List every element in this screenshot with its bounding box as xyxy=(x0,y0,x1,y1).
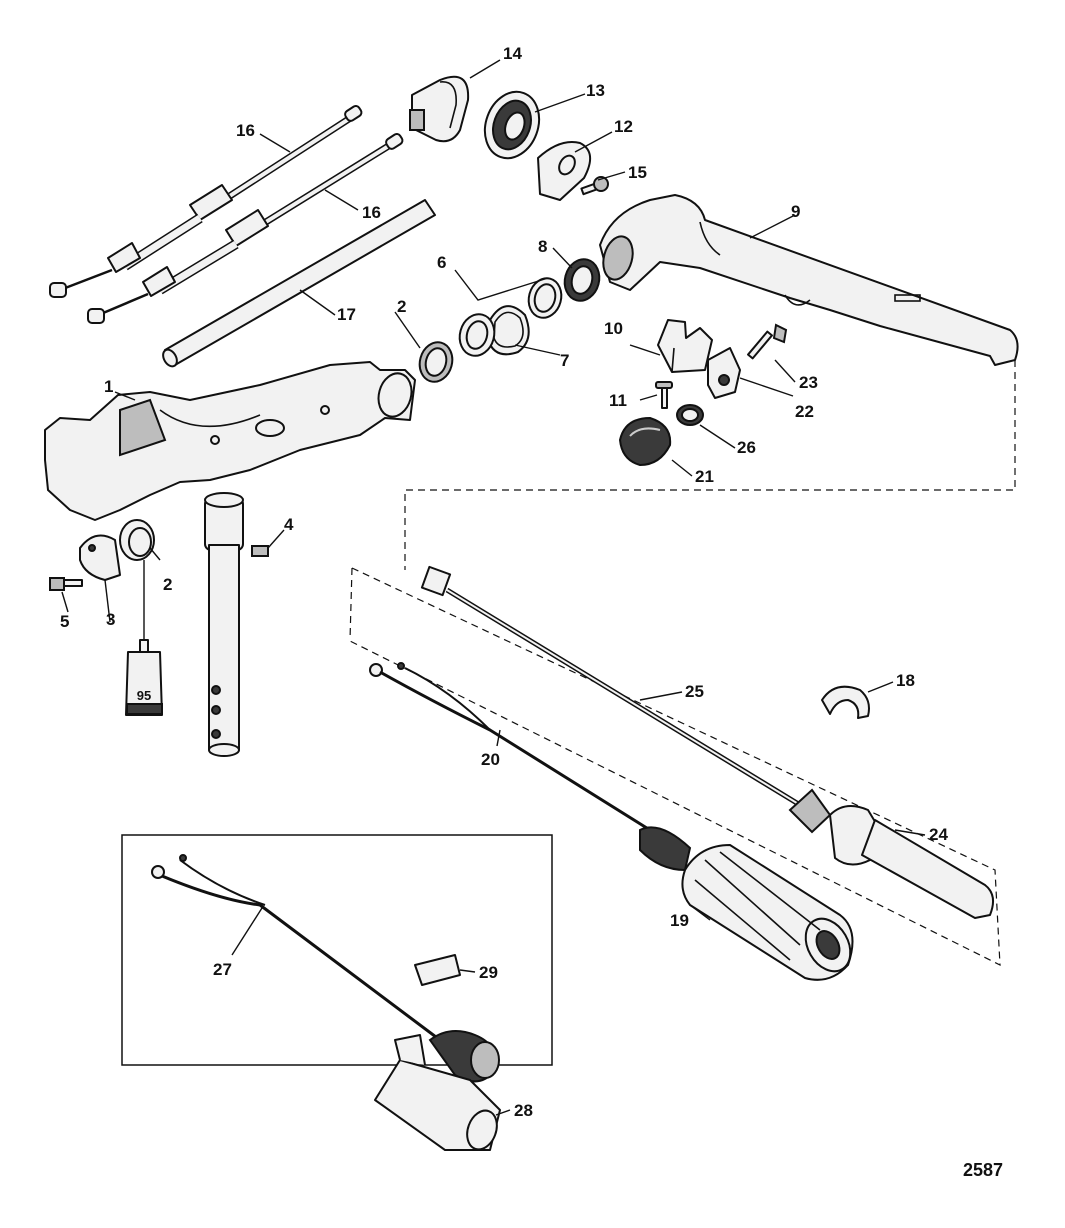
plate-3 xyxy=(79,534,121,581)
callout-22: 22 xyxy=(795,402,814,421)
callout-14: 14 xyxy=(503,44,522,63)
clip-22 xyxy=(707,347,741,399)
swivel-bracket xyxy=(44,361,416,521)
callout-13: 13 xyxy=(586,81,605,100)
washer-8 xyxy=(563,258,601,302)
throttle-cable-25 xyxy=(420,565,832,834)
callout-15: 15 xyxy=(628,163,647,182)
harness-27 xyxy=(151,854,500,1083)
callout-10: 10 xyxy=(604,319,623,338)
callout-4: 4 xyxy=(284,515,294,534)
callout-12: 12 xyxy=(614,117,633,136)
bracket-28 xyxy=(374,1034,501,1151)
callout-5: 5 xyxy=(60,612,69,631)
screw-11 xyxy=(655,381,673,409)
wave-washer-7 xyxy=(487,305,530,356)
friction-bushing xyxy=(483,90,541,160)
callout-28: 28 xyxy=(514,1101,533,1120)
fitting-4 xyxy=(251,545,269,557)
callout-11: 11 xyxy=(609,391,627,410)
tiller-arm xyxy=(599,194,1019,366)
callout-17: 17 xyxy=(337,305,356,324)
dashed-link-lower xyxy=(347,567,1001,966)
clamp-bracket xyxy=(409,75,470,143)
dashed-link-upper xyxy=(404,360,1016,570)
callout-2-lower: 2 xyxy=(163,575,172,594)
callout-21: 21 xyxy=(695,467,714,486)
retainer-plate xyxy=(537,141,591,201)
callout-16-lower: 16 xyxy=(362,203,381,222)
tiller-rod xyxy=(162,199,436,368)
grip-19 xyxy=(681,844,854,981)
callout-6: 6 xyxy=(437,253,446,272)
bolt-23 xyxy=(747,323,788,360)
bushing-2-upper xyxy=(418,341,454,383)
leader-lines xyxy=(61,59,926,1116)
callout-20: 20 xyxy=(481,750,500,769)
throttle-sleeve-24 xyxy=(829,805,995,919)
callout-25: 25 xyxy=(685,682,704,701)
washer-6-lower xyxy=(458,313,496,357)
callout-2-upper: 2 xyxy=(397,297,406,316)
callout-3: 3 xyxy=(106,610,115,629)
clip-29 xyxy=(414,954,461,986)
callout-18: 18 xyxy=(896,671,915,690)
callout-7: 7 xyxy=(560,351,569,370)
gas-strut-upper xyxy=(49,104,363,298)
callout-27: 27 xyxy=(213,960,232,979)
callout-26: 26 xyxy=(737,438,756,457)
callout-24: 24 xyxy=(929,825,948,844)
inset-frame xyxy=(121,834,553,1066)
callout-8: 8 xyxy=(538,237,547,256)
swivel-shaft xyxy=(204,492,244,757)
callout-29: 29 xyxy=(479,963,498,982)
callout-9: 9 xyxy=(791,202,800,221)
bracket-10 xyxy=(657,319,713,373)
callout-23: 23 xyxy=(799,373,818,392)
clip-18 xyxy=(821,685,870,719)
callout-labels: 1 2 2 3 4 5 6 7 8 9 10 11 12 13 14 15 16… xyxy=(60,44,948,1120)
knob-21 xyxy=(618,416,672,467)
harness-20 xyxy=(369,662,692,872)
washer-6-upper xyxy=(527,277,563,319)
gas-strut-lower xyxy=(87,132,404,324)
diagram-code: 2587 xyxy=(963,1160,1003,1180)
bushing-2-lower xyxy=(119,519,155,561)
callout-1: 1 xyxy=(104,377,113,396)
tube-label: 95 xyxy=(137,688,151,703)
screw-5 xyxy=(49,577,83,591)
ring-26 xyxy=(676,404,704,426)
lubricant-tube: 95 xyxy=(125,560,163,716)
callout-19: 19 xyxy=(670,911,689,930)
callout-16-upper: 16 xyxy=(236,121,255,140)
screw-15 xyxy=(580,176,609,196)
